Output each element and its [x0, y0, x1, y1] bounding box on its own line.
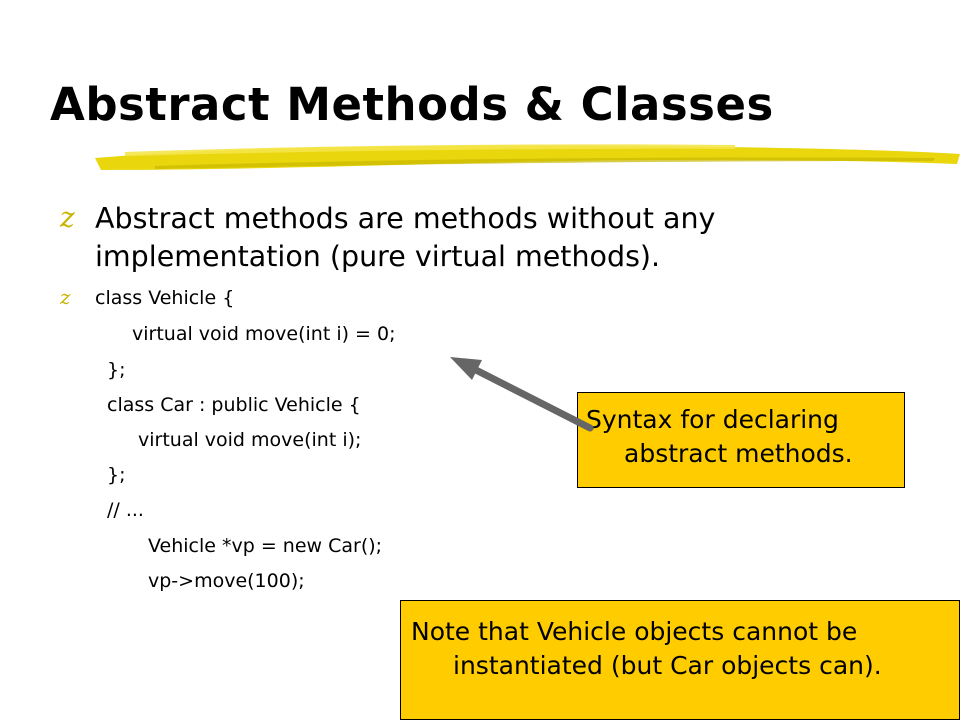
code-line: virtual void move(int i);	[138, 429, 362, 451]
code-line: vp->move(100);	[148, 570, 305, 592]
code-line: };	[107, 464, 126, 486]
bullet-icon: z	[60, 285, 71, 309]
code-line: // ...	[107, 499, 144, 521]
code-line: class Car : public Vehicle {	[107, 394, 361, 416]
code-line: class Vehicle {	[95, 287, 235, 309]
callout-text-line: instantiated (but Car objects can).	[453, 651, 882, 680]
title-underline-brush-stroke	[95, 144, 960, 170]
callout-text-line: Syntax for declaring	[586, 405, 839, 434]
code-line: Vehicle *vp = new Car();	[148, 535, 383, 557]
callout-text-line: abstract methods.	[624, 439, 853, 468]
slide-title: Abstract Methods & Classes	[50, 78, 774, 131]
note-callout: Note that Vehicle objects cannot be inst…	[400, 600, 960, 720]
code-line: virtual void move(int i) = 0;	[132, 323, 396, 345]
bullet-text-main: Abstract methods are methods without any…	[95, 202, 716, 273]
bullet-icon: z	[60, 201, 75, 234]
syntax-callout: Syntax for declaring abstract methods.	[577, 392, 905, 488]
code-line: };	[107, 359, 126, 381]
callout-text-line: Note that Vehicle objects cannot be	[411, 617, 858, 646]
